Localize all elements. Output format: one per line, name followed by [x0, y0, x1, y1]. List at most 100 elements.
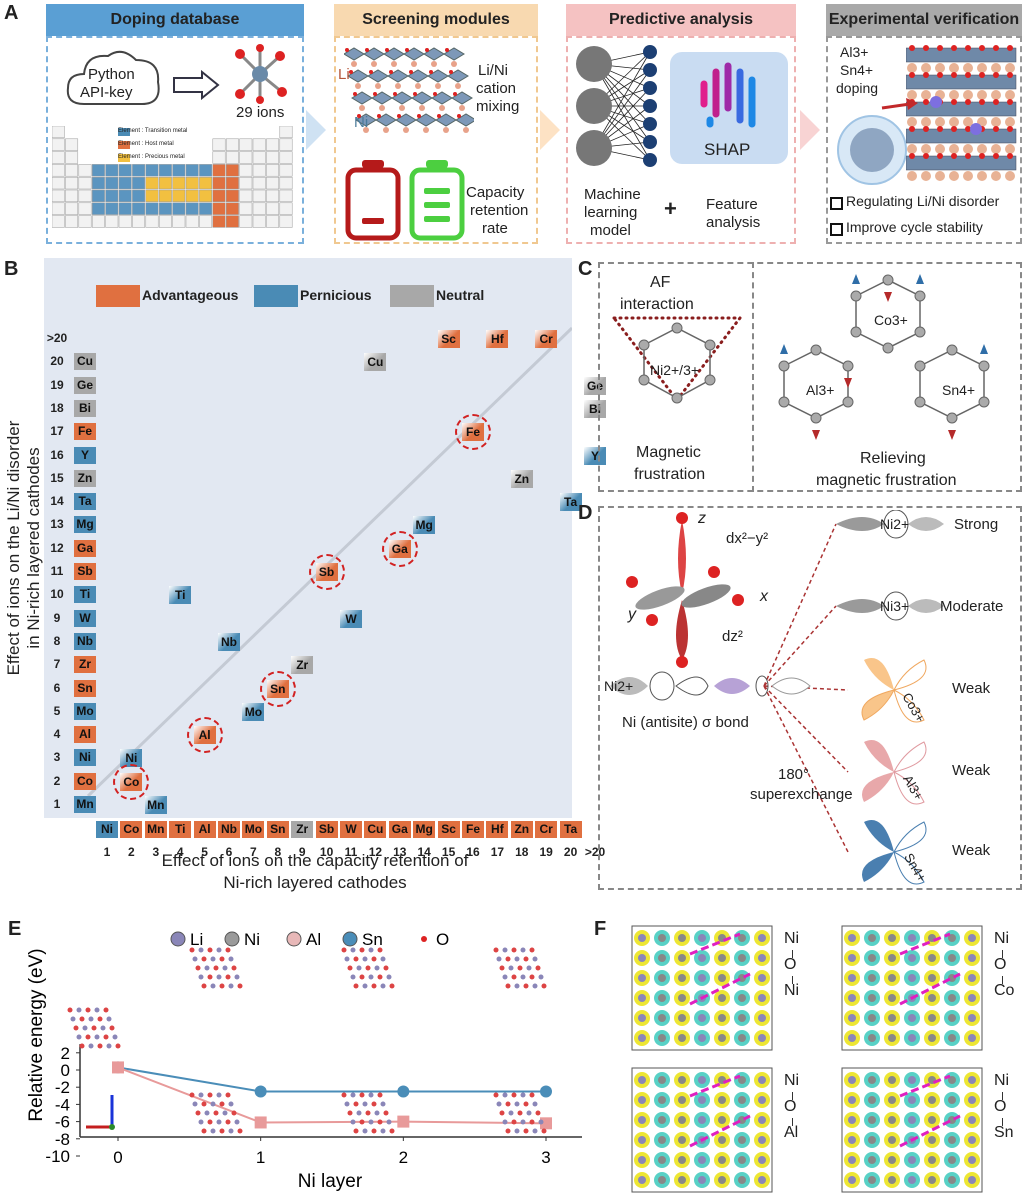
- bond-label: Ni: [784, 1072, 800, 1089]
- bottom-ion-cell: Ta: [559, 821, 582, 839]
- bottom-ion-cell: Fe: [462, 821, 484, 839]
- data-point-al: [112, 1061, 124, 1074]
- bottom-ion-cell: Co: [120, 821, 143, 839]
- left-ion-cell: Sn: [74, 679, 96, 697]
- col-number: 2: [128, 845, 135, 860]
- bond-line: [1002, 1092, 1003, 1100]
- weak-label-sn: Weak: [952, 842, 991, 859]
- right-arrow-icon: [173, 70, 220, 100]
- left-ion-cell: Nb: [74, 632, 96, 650]
- predictive-analysis-box: [566, 36, 796, 244]
- legend-label: O: [436, 930, 449, 949]
- ni-label: Ni: [354, 114, 369, 131]
- bond-line: [792, 976, 793, 984]
- row-number: 8: [53, 633, 61, 648]
- x-tick-label: 3: [541, 1148, 550, 1167]
- dopant-al-label: Al3+: [840, 44, 869, 60]
- periodic-table: [52, 126, 293, 228]
- x-tick-label: 2: [399, 1148, 408, 1167]
- legend-swatch-advantageous: [96, 285, 140, 307]
- left-ion-cell: Cu: [74, 353, 96, 371]
- x-tick-label: 1: [256, 1148, 265, 1167]
- header-predictive-analysis: Predictive analysis: [566, 4, 796, 36]
- legend-transition-metal: Element : Transition metal: [118, 128, 188, 134]
- legend-label: Ni: [244, 930, 260, 949]
- col-number: 18: [515, 845, 529, 860]
- bond-label: Co: [994, 982, 1015, 999]
- checkbox-icon: [830, 223, 843, 236]
- left-ion-cell: W: [74, 609, 96, 627]
- shap-label: SHAP: [704, 140, 751, 159]
- ion-cell-ta: Ta: [559, 493, 582, 512]
- api-key-label: API-key: [80, 84, 133, 101]
- ml-label-1: Machine: [584, 186, 641, 203]
- panel-c-divider: [752, 262, 754, 492]
- bond-label: O: [994, 1098, 1007, 1115]
- capacity-label-2: retention: [470, 202, 529, 219]
- dopant-arrow-icon: [881, 98, 918, 110]
- col-number: 5: [201, 845, 208, 860]
- x-axis-label: Effect of ions on the capacity retention…: [80, 850, 550, 894]
- legend-marker: [170, 931, 186, 947]
- row-number: >20: [46, 331, 68, 345]
- legend-label: Al: [306, 930, 321, 949]
- moderate-label: Moderate: [940, 598, 1004, 615]
- crystal-structure-icon: [67, 1007, 121, 1049]
- col-number: 9: [298, 845, 306, 860]
- ni3-moderate-label: Ni3+: [880, 598, 910, 614]
- col-number: 13: [393, 845, 407, 860]
- magnetic-frustration-1: Magnetic: [636, 444, 701, 461]
- fa-label-1: Feature: [706, 196, 758, 213]
- bond-label: O: [784, 1098, 797, 1115]
- magnetic-lattice-right: [778, 274, 990, 440]
- battery-full-icon: [409, 160, 465, 241]
- axis-triad-icon: [109, 1124, 115, 1130]
- left-ion-cell: Ta: [74, 493, 96, 511]
- x-axis-title: Ni layer: [298, 1171, 363, 1192]
- y-tick-label: -8: [55, 1130, 70, 1149]
- y-tick-label: 0: [61, 1061, 70, 1080]
- y-axis-title: Relative energy (eV): [26, 948, 47, 1121]
- ni-site-label: Ni2+/3+: [650, 362, 700, 378]
- left-ion-cell: Sb: [74, 563, 96, 580]
- col-number: 1: [103, 845, 111, 860]
- axis-x-label: x: [760, 588, 768, 605]
- series-line-sn: [117, 1066, 546, 1093]
- col-number: 11: [344, 845, 358, 860]
- col-number: 12: [368, 845, 383, 860]
- header-experimental-verification: Experimental verification: [826, 4, 1022, 36]
- dz2-label: dz²: [722, 628, 743, 645]
- crystal-structure-icon: [493, 1092, 547, 1134]
- highlight-circle: [113, 763, 150, 800]
- fa-label-2: analysis: [706, 214, 761, 231]
- bottom-ion-cell: Zr: [291, 821, 314, 839]
- d-orbital-diagram: [610, 510, 944, 885]
- charge-density-map: [841, 1067, 983, 1193]
- y-tick-label: -2: [55, 1078, 70, 1097]
- nanoparticle-icon: [837, 115, 907, 185]
- ion-cell-ni: Ni: [120, 749, 143, 768]
- bottom-ion-cell: Nb: [218, 821, 240, 839]
- axis-z-label: z: [698, 510, 706, 527]
- doped-structure-icon: [906, 45, 1017, 181]
- y-axis-label: Effect of ions on the Li/Ni disorder in …: [4, 328, 44, 768]
- octahedron-icon: [235, 44, 287, 104]
- magnetic-lattice-left: [612, 316, 744, 404]
- left-ion-cell: Mg: [74, 516, 96, 534]
- row-number: 1: [53, 797, 61, 811]
- crystal-structure-icon: [341, 1092, 395, 1134]
- relieving-label-1: Relieving: [860, 450, 926, 467]
- data-point-al: [254, 1116, 267, 1129]
- legend-host-metal: Element : Host metal: [118, 141, 174, 147]
- ion-cell-w: W: [340, 609, 362, 628]
- legend-advantageous: Advantageous: [142, 287, 239, 303]
- legend-precious-metal: Element : Precious metal: [118, 154, 185, 160]
- weak-label-co: Weak: [952, 680, 991, 697]
- row-number: 4: [53, 727, 61, 742]
- bottom-ion-cell: Mn: [144, 821, 167, 839]
- bond-line: [1002, 976, 1003, 984]
- row-number: 12: [50, 540, 64, 555]
- mixing-label-2: cation: [476, 80, 517, 97]
- highlight-circle: [381, 530, 418, 567]
- left-ion-cell: Zn: [74, 469, 96, 487]
